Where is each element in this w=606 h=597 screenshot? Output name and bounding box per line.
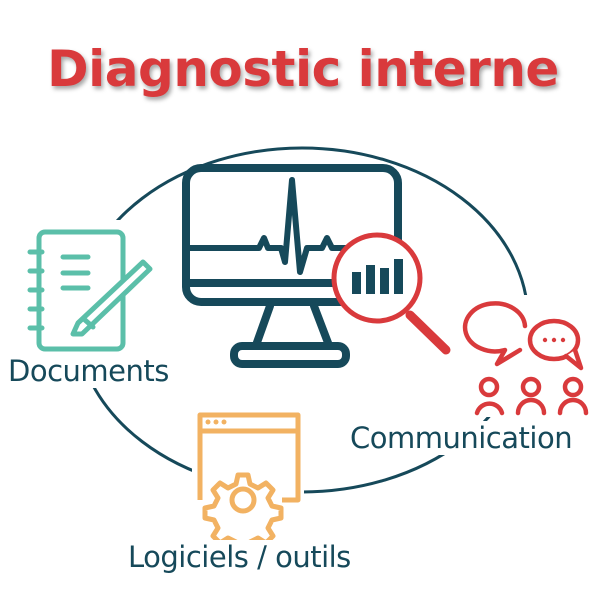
software-settings-icon — [192, 408, 304, 554]
label-documents: Documents — [8, 354, 169, 388]
communication-people-icon — [462, 295, 596, 417]
magnifier-chart-icon — [331, 232, 451, 355]
document-pencil-icon — [27, 220, 153, 355]
label-communication: Communication — [350, 421, 573, 455]
page-title: Diagnostic interne — [47, 40, 559, 98]
label-software: Logiciels / outils — [128, 540, 351, 574]
